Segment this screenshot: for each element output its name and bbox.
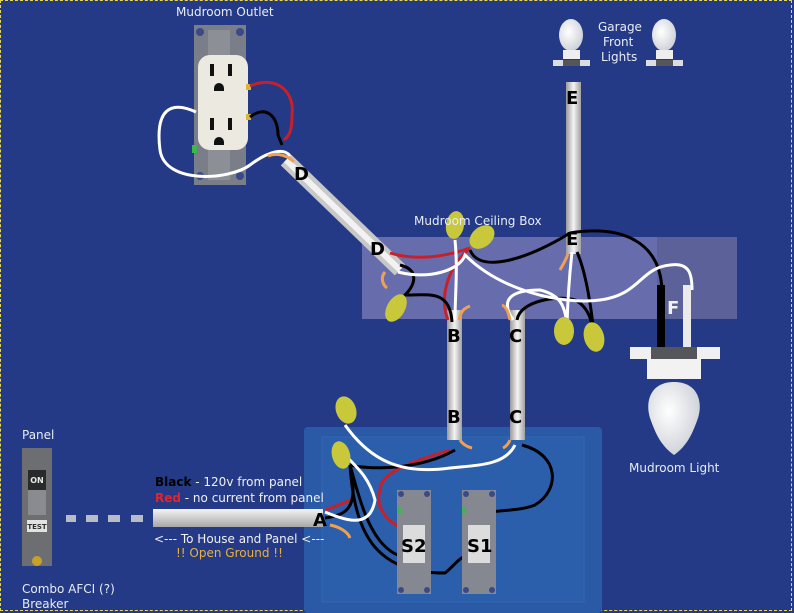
wire-d-red bbox=[389, 246, 471, 259]
light-title: Mudroom Light bbox=[629, 461, 720, 475]
cable-c bbox=[510, 310, 525, 440]
ground-d-outlet bbox=[267, 152, 296, 164]
panel-connection-dashes bbox=[66, 515, 143, 522]
legend-black-text: - 120v from panel bbox=[191, 475, 303, 489]
garage-lights-line-1: Garage bbox=[598, 20, 642, 34]
wire-nut bbox=[554, 317, 574, 345]
legend-red-text: - no current from panel bbox=[180, 491, 324, 505]
cable-label-e-ceiling: E bbox=[566, 229, 578, 250]
wire-outlet-black bbox=[249, 110, 284, 146]
switch-box-inner bbox=[321, 436, 585, 603]
legend-red-word: Red bbox=[155, 491, 181, 505]
breaker-title-line-2: Breaker bbox=[22, 597, 69, 611]
ground-c-ceiling bbox=[501, 303, 512, 321]
wire-outlet-white bbox=[157, 105, 292, 178]
wire-d-white bbox=[397, 252, 694, 303]
legend-red: Red - no current from panel bbox=[155, 490, 324, 506]
cable-a bbox=[153, 509, 323, 527]
cable-e bbox=[566, 82, 581, 254]
ground-b-switch bbox=[458, 439, 473, 450]
cable-label-e-top: E bbox=[566, 88, 578, 109]
switch-s1-body bbox=[462, 490, 496, 594]
cable-label-b-ceiling: B bbox=[447, 326, 461, 347]
wire-c-white bbox=[506, 288, 569, 326]
wire-e-black bbox=[468, 229, 664, 291]
wire-outlet-red bbox=[249, 80, 294, 142]
mudroom-light-bulb-icon bbox=[630, 347, 720, 455]
breaker-title-line-1: Combo AFCI (?) bbox=[22, 582, 115, 596]
outlet-title: Mudroom Outlet bbox=[176, 5, 274, 19]
wire-nut bbox=[583, 322, 605, 352]
ground-e-ceiling bbox=[558, 253, 570, 271]
switch-label-s2: S2 bbox=[401, 536, 427, 557]
wire-d-black bbox=[399, 263, 454, 323]
cable-label-b-switch: B bbox=[447, 407, 461, 428]
ceiling-box-right bbox=[657, 237, 737, 319]
switch-label-s1: S1 bbox=[467, 536, 493, 557]
cable-label-c-switch: C bbox=[509, 407, 522, 428]
garage-lights-line-3: Lights bbox=[601, 50, 638, 64]
wire-nut bbox=[385, 294, 407, 322]
wire-neutral-a bbox=[324, 453, 377, 522]
breaker-test-label: TEST bbox=[27, 523, 47, 531]
cable-label-d-outlet: D bbox=[294, 164, 309, 185]
wire-nuts bbox=[331, 211, 605, 469]
direction-note: <--- To House and Panel <--- bbox=[154, 532, 325, 546]
open-ground-warning: !! Open Ground !! bbox=[176, 546, 283, 560]
wire-e-black2 bbox=[575, 251, 595, 326]
garage-light-bulb-icon bbox=[553, 19, 590, 66]
cable-b bbox=[447, 310, 462, 440]
cable-label-a: A bbox=[313, 510, 327, 531]
garage-lights-line-2: Front bbox=[603, 35, 634, 49]
wire-b-red-switch bbox=[377, 448, 451, 529]
wire-nut bbox=[335, 396, 357, 424]
panel-title: Panel bbox=[22, 428, 55, 442]
cable-label-c-ceiling: C bbox=[509, 326, 522, 347]
cable-label-d-ceiling: D bbox=[370, 239, 385, 260]
legend-black-word: Black bbox=[155, 475, 192, 489]
wire-e-white bbox=[565, 251, 574, 326]
mudroom-outlet bbox=[192, 25, 251, 185]
ground-a-switch bbox=[329, 523, 352, 539]
legend-black: Black - 120v from panel bbox=[155, 474, 324, 490]
wire-b-red bbox=[443, 246, 471, 321]
wire-nut bbox=[445, 211, 465, 239]
wire-f-white bbox=[683, 285, 691, 355]
ground-c-switch bbox=[502, 439, 512, 450]
ground-b-ceiling bbox=[457, 304, 471, 321]
wire-nut bbox=[331, 441, 351, 469]
wire-s2-black bbox=[348, 464, 401, 558]
ceiling-box-title: Mudroom Ceiling Box bbox=[414, 214, 542, 228]
garage-light-bulb-icon bbox=[646, 19, 683, 66]
cable-label-f: F bbox=[667, 298, 679, 319]
wire-b-white bbox=[453, 239, 458, 321]
wire-f-black bbox=[657, 285, 665, 355]
breaker-icon bbox=[22, 448, 52, 566]
wire-nut bbox=[469, 225, 495, 249]
cable-d-highlight bbox=[283, 157, 403, 273]
switch-s2-body bbox=[397, 490, 431, 594]
breaker-on-label: ON bbox=[30, 476, 44, 485]
wire-legend: Black - 120v from panel Red - no current… bbox=[155, 474, 324, 506]
wire-neutral-bundle bbox=[343, 424, 517, 472]
ground-d-ceiling bbox=[380, 271, 388, 290]
